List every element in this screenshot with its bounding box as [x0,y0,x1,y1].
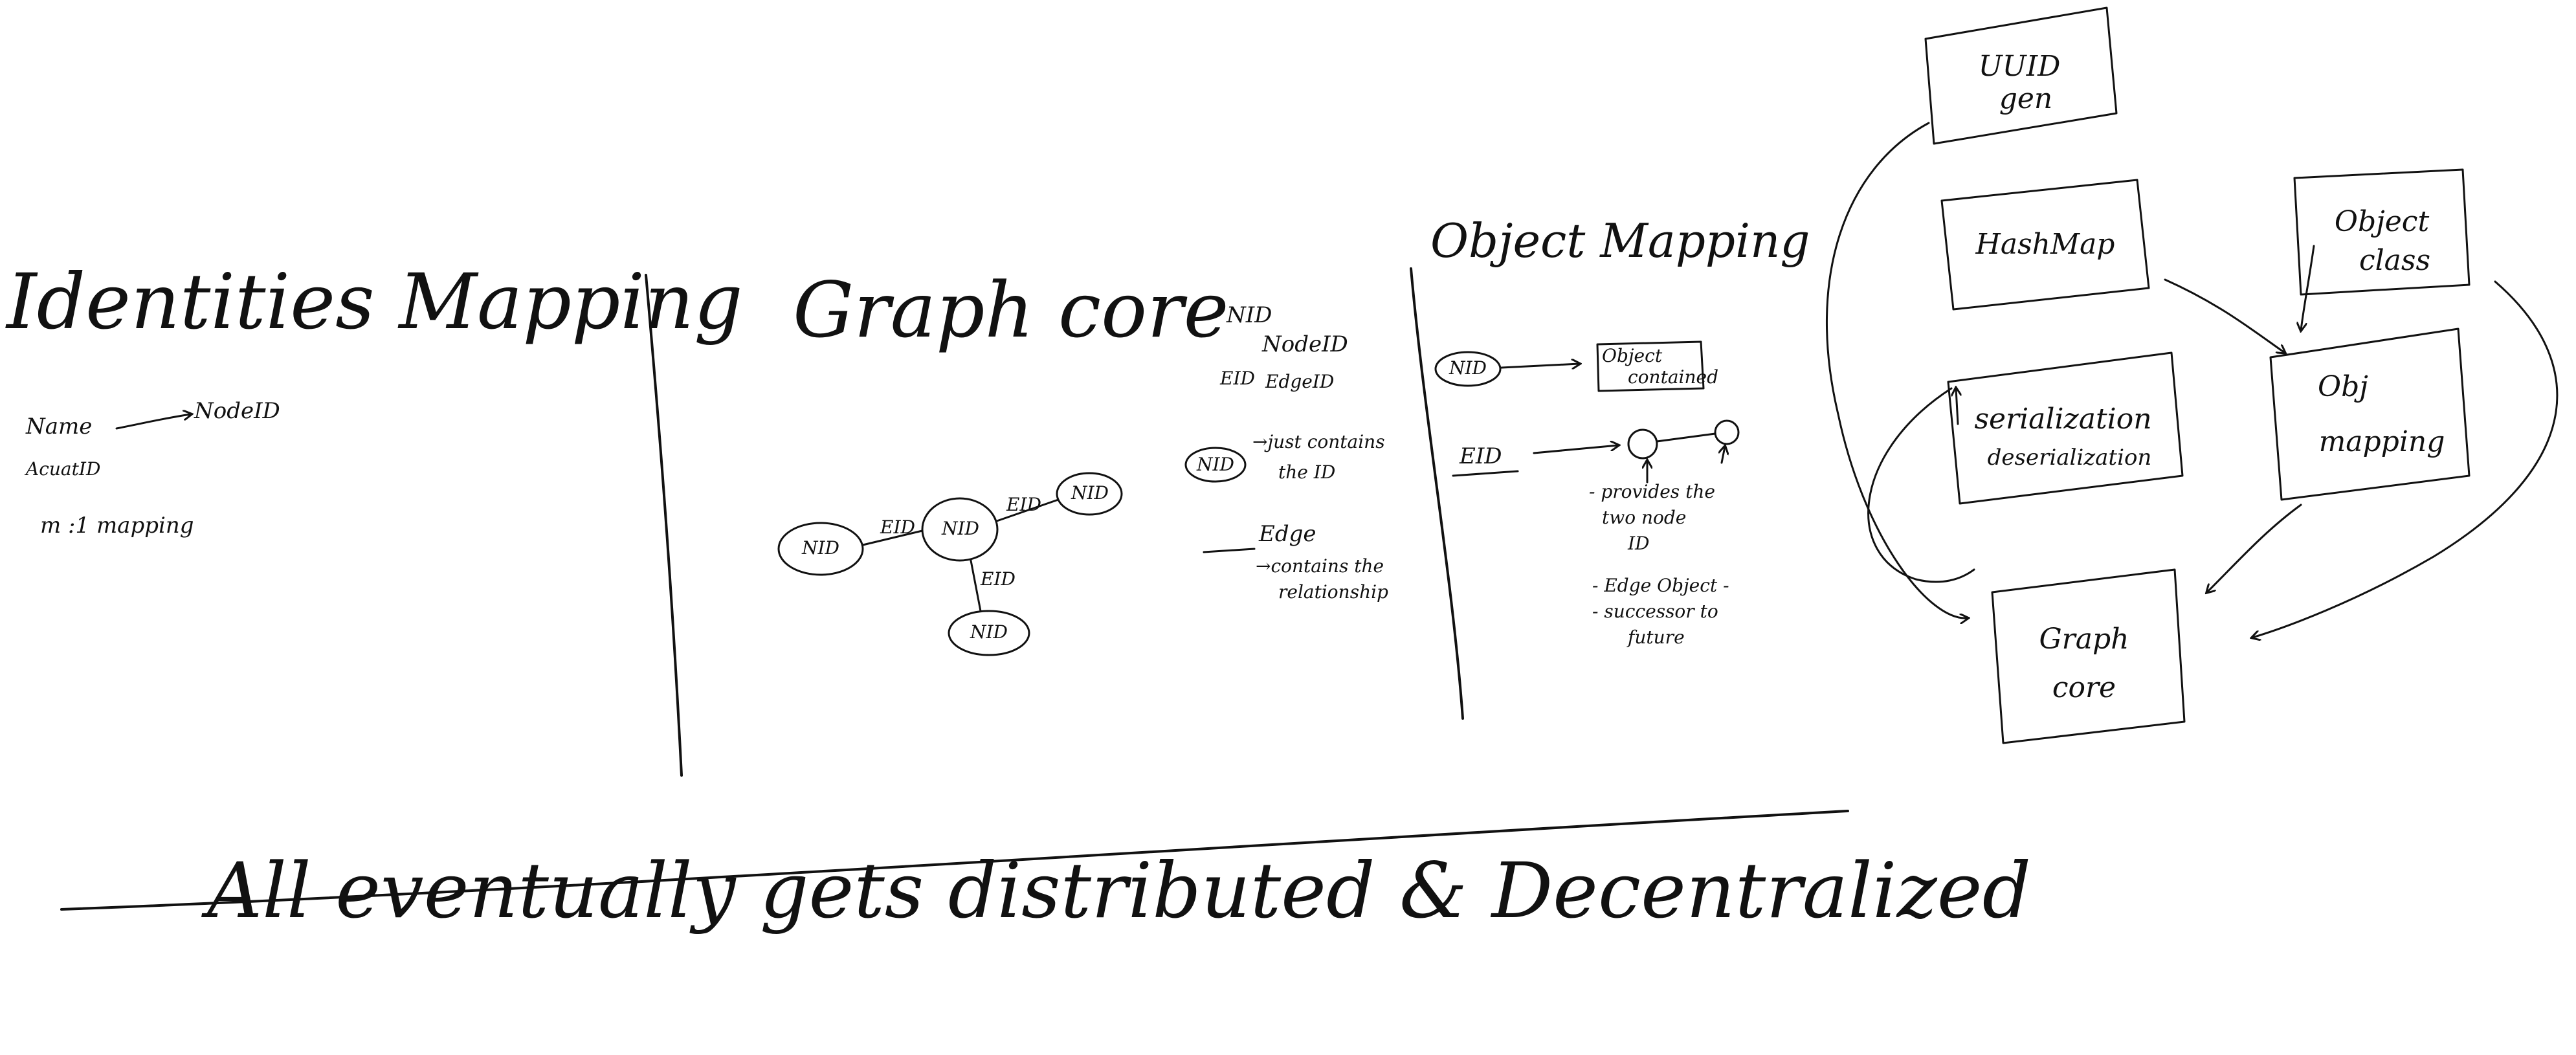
obj-mapping-label-2: mapping [2318,425,2445,458]
footer-statement: All eventually gets distributed & Decent… [207,846,2032,935]
legend-edge-desc-2: relationship [1278,581,1388,603]
om-node-a [1627,428,1658,460]
legend-nid-abbr: NID [1227,302,1272,328]
identities-from-acuatid: AcuatID [26,458,101,480]
uuid-gen-label-2: gen [1999,82,2053,115]
edge-right-line [995,498,1060,522]
serialization-box [1947,351,2184,505]
om-nid-circle [1434,351,1502,387]
edge-bottom-label: EID [981,568,1016,590]
node-center-shape [921,497,999,562]
node-bottom-label: NID [970,621,1008,643]
uuid-gen-box [1924,6,2118,145]
om-note-4: - Edge Object - [1592,575,1729,596]
identities-title: Identities Mapping [6,257,743,346]
om-object-label-2: contained [1628,366,1718,388]
uuid-to-graph-core-curve [1826,122,1968,618]
om-note-2: two node [1602,507,1687,528]
hashmap-label: HashMap [1975,228,2115,261]
identities-to-nodeid: NodeID [194,398,280,424]
om-note-6: future [1628,627,1685,648]
identities-arrow [115,414,191,430]
legend-nid-circle-label: NID [1196,454,1234,475]
om-eid-label: EID [1460,443,1502,469]
node-left-shape [777,522,864,576]
obj-mapping-box [2269,328,2471,501]
edge-left-label: EID [880,516,915,538]
legend-nid-desc-2: the ID [1278,461,1336,483]
serialization-to-graph-core-curve [1867,387,1975,583]
om-pointer-b [1722,447,1725,464]
legend-edge-label: Edge [1259,521,1316,547]
object-class-to-graph-core-curve [2252,280,2559,638]
om-nid-arrow [1500,364,1579,368]
om-note-3: ID [1628,533,1650,554]
legend-edge-desc-1: →contains the [1256,555,1384,577]
om-node-link [1656,432,1716,443]
identities-mapping-note: m :1 mapping [40,513,194,539]
divider-right [1410,267,1464,720]
divider-left [645,274,683,777]
node-left-label: NID [801,537,839,559]
graph-core-box-label-2: core [2052,671,2116,704]
om-nid-label: NID [1449,357,1487,379]
om-object-box [1596,340,1705,392]
graph-core-box-label-1: Graph [2039,623,2129,656]
om-node-b [1714,419,1740,445]
edge-left-line [861,529,924,546]
object-class-label-2: class [2359,244,2431,277]
graph-core-title: Graph core [793,265,1229,355]
legend-nid-full: NodeID [1262,331,1348,357]
object-class-label-1: Object [2334,205,2430,238]
om-eid-underline [1452,470,1519,477]
om-note-1: - provides the [1589,481,1715,502]
legend-nid-circle [1184,447,1247,483]
obj-mapping-label-1: Obj [2318,370,2368,403]
om-note-5: - successor to [1592,601,1718,622]
object-class-to-obj-mapping-arrow [2301,245,2315,330]
object-class-box [2293,168,2471,296]
legend-edge-line [1203,548,1256,553]
bottom-divider-line [60,810,1849,911]
node-bottom-shape [948,610,1030,656]
obj-mapping-to-graph-core-curve [2207,504,2302,592]
object-mapping-title: Object Mapping [1430,214,1810,268]
hashmap-box [1940,179,2150,311]
serialization-label-1: serialization [1974,403,2152,436]
serialization-label-2: deserialization [1987,445,2152,471]
edge-right-label: EID [1006,494,1041,515]
legend-eid-full: EdgeID [1265,371,1335,392]
graph-core-box [1991,568,2186,744]
node-center-label: NID [941,518,979,539]
node-right-shape [1056,472,1123,516]
serialization-up-arrow [1956,388,1958,425]
identities-from-name: Name [26,414,93,439]
node-right-label: NID [1071,482,1109,504]
legend-nid-desc-1: →just contains [1252,431,1385,452]
om-object-label-1: Object [1602,345,1663,366]
legend-eid-abbr: EID [1220,368,1255,389]
uuid-gen-label-1: UUID [1978,50,2061,83]
om-eid-arrow [1533,445,1618,454]
hashmap-to-obj-mapping-arrow [2164,278,2285,353]
edge-bottom-line [970,559,982,612]
